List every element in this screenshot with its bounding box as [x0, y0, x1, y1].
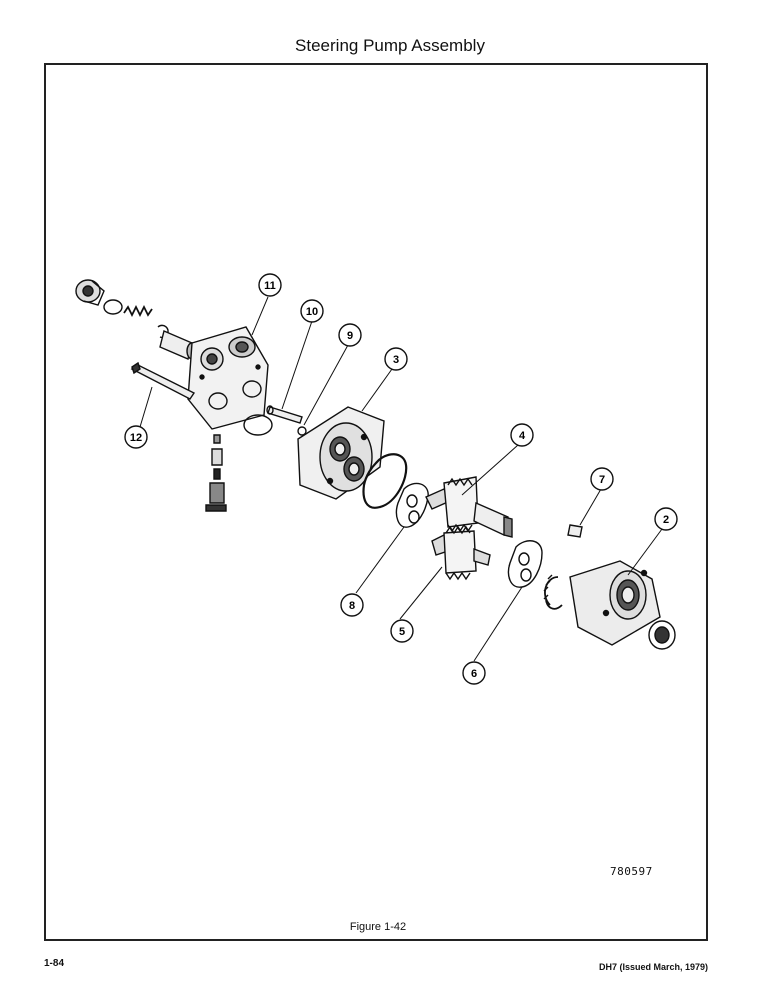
- callout-5: 5: [390, 619, 414, 643]
- figure-caption: Figure 1-42: [349, 921, 407, 933]
- svg-text:2: 2: [663, 514, 669, 526]
- wear-plate-8: [395, 482, 429, 528]
- svg-text:12: 12: [130, 432, 142, 444]
- callout-11: 11: [258, 273, 282, 297]
- callout-7: 7: [590, 467, 614, 491]
- callout-10: 10: [300, 299, 324, 323]
- callout-3: 3: [384, 347, 408, 371]
- drawing-number: 780597: [610, 865, 653, 878]
- dowel-7: [567, 524, 583, 538]
- small-washer: [297, 426, 307, 436]
- svg-text:11: 11: [264, 280, 276, 292]
- svg-text:7: 7: [599, 474, 605, 486]
- svg-text:9: 9: [347, 330, 353, 342]
- dowel-pin: [266, 405, 303, 424]
- svg-text:4: 4: [519, 430, 526, 442]
- figure-frame: 11 10 9 3 12 4 7 2: [44, 63, 708, 941]
- svg-text:10: 10: [306, 306, 318, 318]
- svg-text:6: 6: [471, 668, 477, 680]
- check-valve-fitting: [205, 434, 227, 512]
- callout-6: 6: [462, 661, 486, 685]
- page-number: 1-84: [44, 958, 65, 969]
- callout-9: 9: [338, 323, 362, 347]
- callout-4: 4: [510, 423, 534, 447]
- svg-text:5: 5: [399, 626, 405, 638]
- exploded-view-drawing: 11 10 9 3 12 4 7 2: [75, 273, 678, 685]
- callout-12: 12: [124, 425, 148, 449]
- wear-plate-6: [507, 540, 543, 588]
- o-ring-small: [103, 299, 123, 315]
- spring-part: [123, 304, 153, 318]
- leader-lines: [139, 296, 663, 662]
- shaft-seal: [648, 620, 676, 650]
- o-ring-cover: [243, 414, 273, 436]
- rear-housing: [569, 560, 661, 646]
- valve-cover-body: [187, 326, 269, 430]
- driven-gear: [431, 525, 491, 581]
- callout-8: 8: [340, 593, 364, 617]
- plug-part: [75, 279, 105, 306]
- svg-text:8: 8: [349, 600, 355, 612]
- long-bolt: [130, 361, 196, 400]
- callout-2: 2: [654, 507, 678, 531]
- pump-body: [297, 406, 385, 500]
- issue-note: DH7 (Issued March, 1979): [598, 962, 708, 972]
- body-seal-ring: [362, 453, 408, 509]
- snap-ring-large: [543, 574, 563, 610]
- page-title: Steering Pump Assembly: [295, 36, 485, 55]
- svg-text:3: 3: [393, 354, 399, 366]
- drive-gear-shaft: [425, 476, 513, 538]
